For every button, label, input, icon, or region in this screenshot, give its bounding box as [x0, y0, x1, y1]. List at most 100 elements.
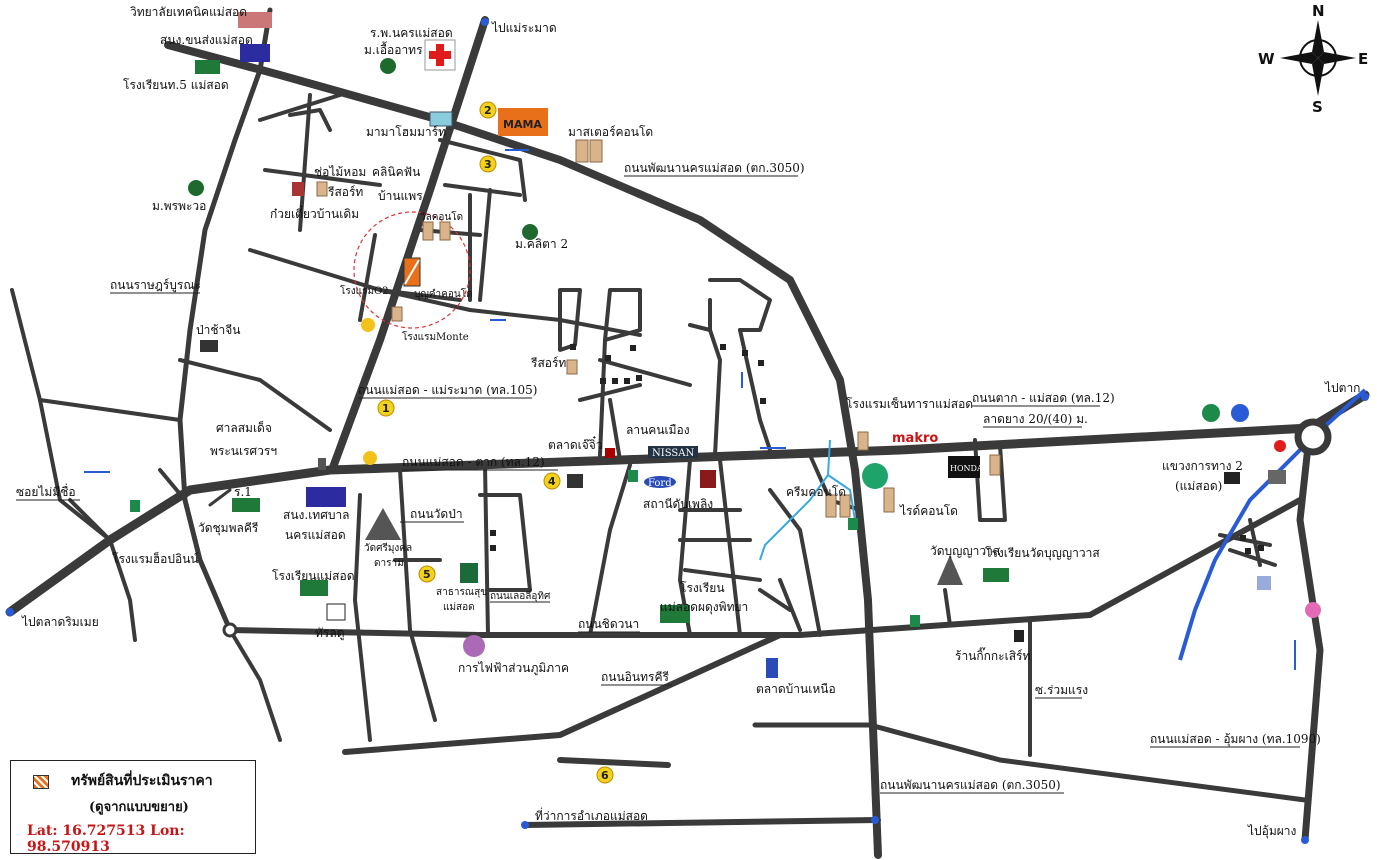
label-school-mae-sot: โรงเรียนแม่สอด [272, 569, 355, 583]
road-district [522, 817, 881, 828]
temple-icon [318, 458, 963, 585]
hospital-icon[interactable] [424, 39, 456, 71]
road-chidwana [227, 497, 1303, 638]
road-label-chidwana: ถนนชิดวนา [578, 617, 639, 631]
highway-12 [5, 390, 1370, 617]
legend-subtitle: (ดูจากแบบขยาย) [89, 800, 189, 815]
road-label-mae-ramat: ถนนแม่สอด - แม่ระมาด (ทล.105) [358, 383, 537, 397]
label-mu-uea-athon: ม.เอื้ออาทร [364, 41, 423, 57]
road-label-um-phang: ถนนแม่สอด - อุ้มผาง (ทล.1090) [1150, 732, 1321, 747]
road-label-in-khiri: ถนนอินทรคีรี [601, 670, 669, 684]
road-in-khiri [342, 632, 783, 755]
label-r1: ร.1 [234, 485, 252, 499]
road-3050-bottom [752, 722, 1308, 803]
label-ban-phae: บ้านแพร [378, 189, 423, 203]
label-school-main: โรงเรียน [680, 581, 725, 595]
gas-station-icon [361, 318, 1321, 618]
label-health-office-2: แม่สอด [443, 602, 475, 613]
label-wat-si: วัดศรีมุงคล [364, 542, 412, 554]
road-label-phatthana-bottom: ถนนพัฒนานครแม่สอด (ตก.3050) [880, 778, 1061, 792]
highway-1090 [1296, 424, 1324, 844]
ford-sign: Ford [648, 478, 672, 489]
seven-eleven-icon [130, 470, 920, 627]
label-wat-si-2: ดาราม [374, 558, 404, 569]
dam-icons [84, 149, 1296, 670]
label-lan-khon-mueang: ลานคนเมือง [626, 423, 690, 437]
label-hotel-o2: โรงแรมO2 [340, 284, 389, 297]
house-icons [490, 344, 1264, 554]
label-noodle-shop: ก๋วยเตี๋ยวบ้านเดิม [270, 204, 359, 221]
label-cream-condo: ครีมคอนโด [786, 485, 846, 499]
label-hotel-monte: โรงแรมMonte [402, 330, 469, 343]
road-labels: ถนนพัฒนานครแม่สอด (ตก.3050) ถนนพัฒนานครแ… [16, 161, 1321, 794]
marker-3: 3 [484, 158, 492, 171]
road-label-tak-center: ถนนแม่สอด - ตาก (ทล.12) [402, 455, 545, 469]
label-paved-road-width: ลาดยาง 20/(40) ม. [983, 412, 1088, 426]
road-label-lao-ban-sin: ถนนเลอลี่อุทิศ [490, 588, 551, 602]
stream [759, 439, 831, 561]
label-master-condo: มาสเตอร์คอนโด [568, 125, 653, 139]
road-label-soi-ruam-raeng: ซ.ร่วมแรง [1035, 683, 1088, 697]
label-to-um-phang: ไปอุ้มผาง [1247, 824, 1296, 839]
label-market-ban-nuea: ตลาดบ้านเหนือ [756, 682, 836, 696]
road-label-rat-burana: ถนนราษฎร์บูรณะ [110, 278, 201, 293]
brand-signs: MAMA NISSAN Ford HONDA makro [200, 108, 1286, 678]
roundabout-east [1294, 418, 1332, 456]
label-transport-office: สนง.ขนส่งแม่สอด [160, 33, 253, 47]
nissan-sign: NISSAN [652, 448, 694, 459]
road-end-arrows [6, 18, 1369, 844]
compass-w: W [1258, 50, 1275, 68]
legend-title: ทรัพย์สินที่ประเมินราคา [71, 773, 213, 789]
label-highway-office: แขวงการทาง 2 [1162, 459, 1243, 473]
label-district-office: ที่ว่าการอำเภอแม่สอด [535, 807, 648, 823]
label-shrine: ศาลสมเด็จ [216, 420, 272, 435]
label-to-talat-rim-moei: ไปตลาดริมเมย [21, 615, 99, 629]
numbered-markers: 1 2 3 4 5 6 [377, 101, 614, 784]
label-mu-phraphawo: ม.พรพะวอ [152, 199, 206, 213]
label-chinese-cemetery: ป่าช้าจีน [196, 323, 240, 337]
label-highway-office-2: (แม่สอด) [1175, 479, 1222, 493]
compass-s: S [1312, 98, 1323, 116]
place-labels: วิทยาลัยเทคนิคแม่สอด สนง.ขนส่งแม่สอด โรง… [112, 5, 1243, 823]
label-fire-station: สถานีดับเพลิง [643, 497, 713, 511]
label-bunkham-condo: บุญคำคอนโด [414, 287, 473, 300]
direction-labels: ไปแม่ระมาด ไปตาก ไปตลาดริมเมย ไปอุ้มผาง [21, 21, 1360, 839]
major-roads [5, 16, 1370, 859]
roundabout-west [222, 622, 238, 638]
subject-area-ring [353, 211, 471, 329]
road-label-wat-pa: ถนนวัดป่า [410, 507, 463, 521]
label-resort-2: รีสอร์ท [530, 356, 566, 370]
minor-roads [10, 7, 1277, 757]
tree-icon [188, 58, 538, 240]
road-label-tak-east: ถนนตาก - แม่สอด (ทล.12) [972, 391, 1115, 405]
label-pea: การไฟฟ้าส่วนภูมิภาค [458, 661, 569, 676]
mama-sign: MAMA [503, 118, 542, 131]
label-school-bunyawat: โรงเรียนวัดบุญญาวาส [985, 546, 1100, 561]
label-hospital: ร.พ.นครแม่สอด [370, 26, 453, 40]
marker-1: 1 [382, 402, 390, 415]
label-shrine-2: พระนเรศวรฯ [210, 444, 277, 458]
label-hop-inn: โรงแรมฮ็อปอินน์ [112, 551, 199, 566]
label-wat-chumphon: วัดชุมพลคีรี [198, 521, 259, 536]
label-to-tak: ไปตาก [1324, 381, 1360, 395]
label-mama-home-mart: มามาโฮมมาร์ท [366, 125, 446, 139]
compass-rose: N S W E [1258, 2, 1368, 116]
marker-5: 5 [423, 568, 431, 581]
label-municipal-office-2: นครแม่สอด [285, 528, 346, 542]
label-will-condo: วิลคอนโด [420, 210, 464, 223]
label-tharaluk: ทัรลดู [315, 626, 345, 641]
legend-coordinates: Lat: 16.727513 Lon: 98.570913 [27, 823, 185, 855]
label-market-jae-jiw: ตลาดเจ๊จิ๋ว [548, 435, 603, 452]
label-resort-1: รีสอร์ท [327, 185, 363, 199]
label-wat-bunyawat: วัดบุญญาวาส [930, 544, 1001, 559]
label-dental-clinic: คลินิคฟัน [372, 165, 420, 179]
road-label-phatthana-top: ถนนพัฒนานครแม่สอด (ตก.3050) [624, 161, 805, 175]
label-ride-condo: ไรด์คอนโด [899, 504, 958, 518]
label-municipal-office: สนง.เทศบาล [283, 508, 350, 522]
marker-6: 6 [601, 769, 609, 782]
road-6 [557, 757, 671, 768]
label-to-mae-ramat: ไปแม่ระมาด [491, 21, 557, 35]
compass-e: E [1358, 50, 1368, 68]
honda-sign: HONDA [950, 464, 983, 473]
